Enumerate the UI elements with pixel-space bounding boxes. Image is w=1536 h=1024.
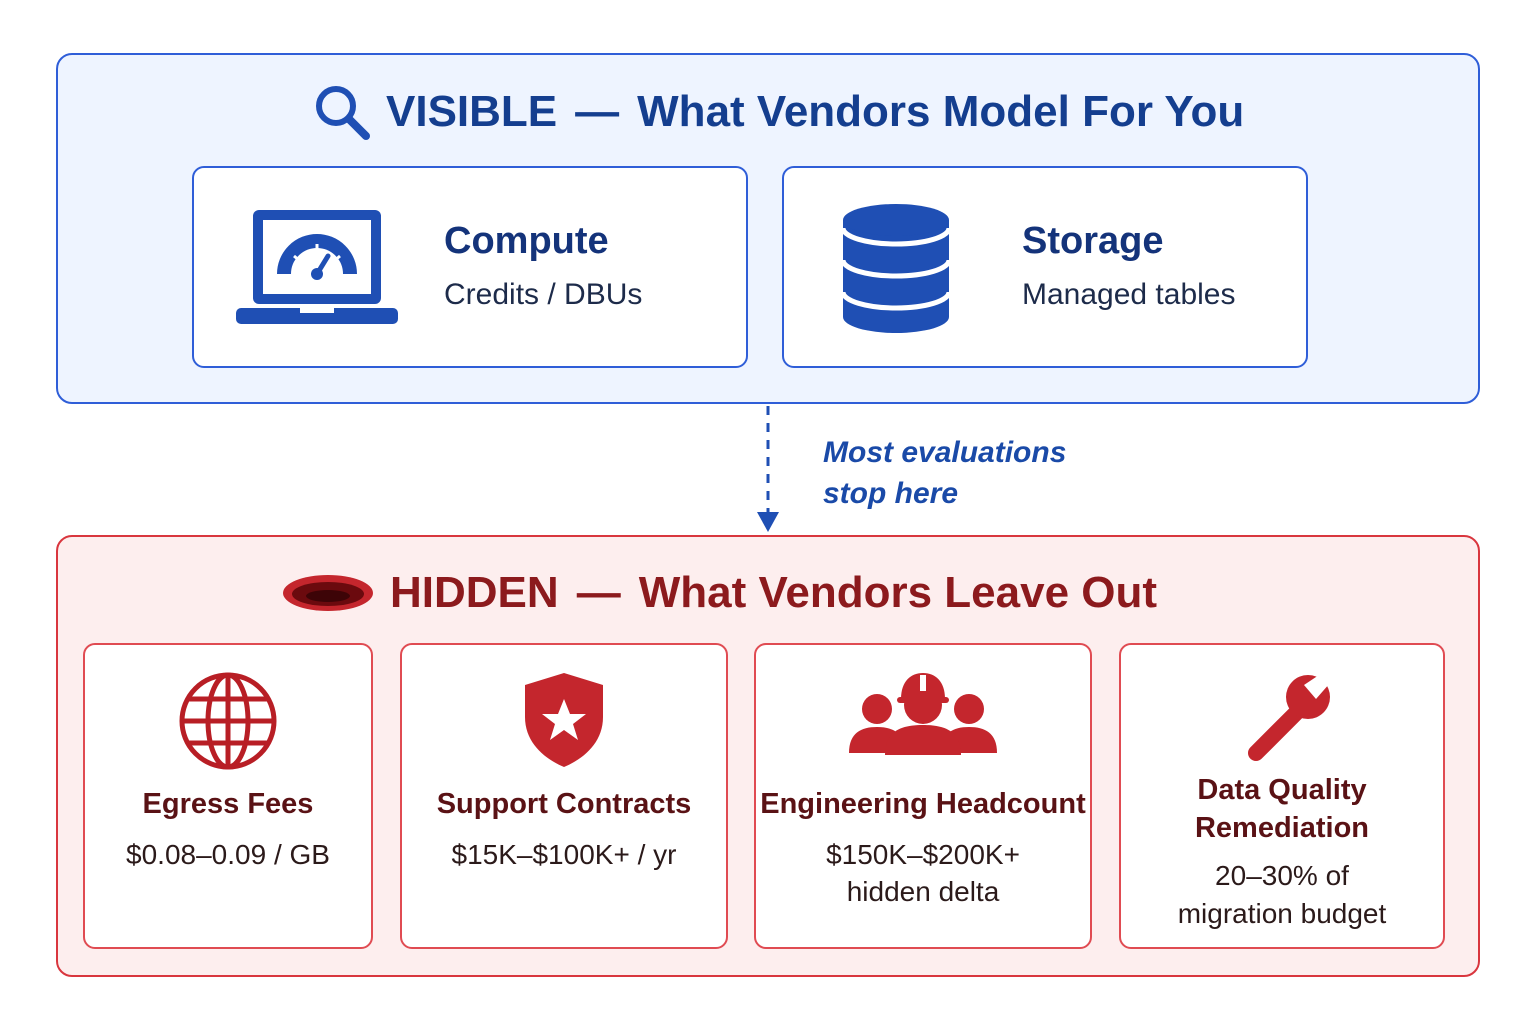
database-icon [840, 202, 952, 341]
storage-card: Storage Managed tables [782, 166, 1308, 368]
storage-subtitle: Managed tables [1022, 278, 1236, 311]
egress-fees-card: Egress Fees $0.08–0.09 / GB [83, 643, 373, 949]
dq-title-line-1: Data Quality [1197, 774, 1367, 806]
visible-title: What Vendors Model For You [637, 87, 1245, 136]
hole-icon [280, 571, 376, 615]
laptop-gauge-icon [236, 208, 398, 333]
engineering-title: Engineering Headcount [760, 788, 1086, 820]
magnifier-icon [312, 82, 372, 142]
hidden-separator: — [576, 568, 621, 617]
egress-value: $0.08–0.09 / GB [126, 839, 330, 870]
visible-label: VISIBLE [386, 87, 558, 136]
dq-value-line-2: migration budget [1177, 898, 1387, 929]
note-line-1: Most evaluations [823, 436, 1067, 469]
visible-heading: VISIBLE — What Vendors Model For You [312, 82, 1244, 142]
dq-value-line-1: 20–30% of [1215, 860, 1349, 891]
note-line-2: stop here [823, 477, 959, 510]
shield-star-icon [525, 673, 603, 767]
storage-title: Storage [1022, 220, 1164, 262]
globe-icon [179, 672, 277, 770]
engineering-headcount-card: Engineering Headcount $150K–$200K+ hidde… [754, 643, 1092, 949]
wrench-icon [1248, 673, 1330, 761]
support-value: $15K–$100K+ / yr [451, 839, 677, 870]
dq-title-line-2: Remediation [1194, 812, 1370, 844]
compute-subtitle: Credits / DBUs [444, 278, 643, 311]
data-quality-remediation-card: Data Quality Remediation 20–30% of migra… [1119, 643, 1445, 949]
evaluation-note: Most evaluations stop here [823, 432, 1066, 514]
support-title: Support Contracts [436, 788, 692, 820]
visible-separator: — [575, 87, 620, 136]
engineers-team-icon [849, 673, 997, 755]
hidden-title: What Vendors Leave Out [638, 568, 1158, 617]
support-contracts-card: Support Contracts $15K–$100K+ / yr [400, 643, 728, 949]
compute-title: Compute [444, 220, 609, 262]
dashed-arrow-down-icon [755, 404, 781, 539]
egress-title: Egress Fees [142, 788, 314, 820]
hidden-heading: HIDDEN — What Vendors Leave Out [280, 563, 1157, 623]
hidden-label: HIDDEN [390, 568, 559, 617]
engineering-value-line-2: hidden delta [846, 876, 1000, 907]
compute-card: Compute Credits / DBUs [192, 166, 748, 368]
engineering-value-line-1: $150K–$200K+ [826, 839, 1020, 870]
